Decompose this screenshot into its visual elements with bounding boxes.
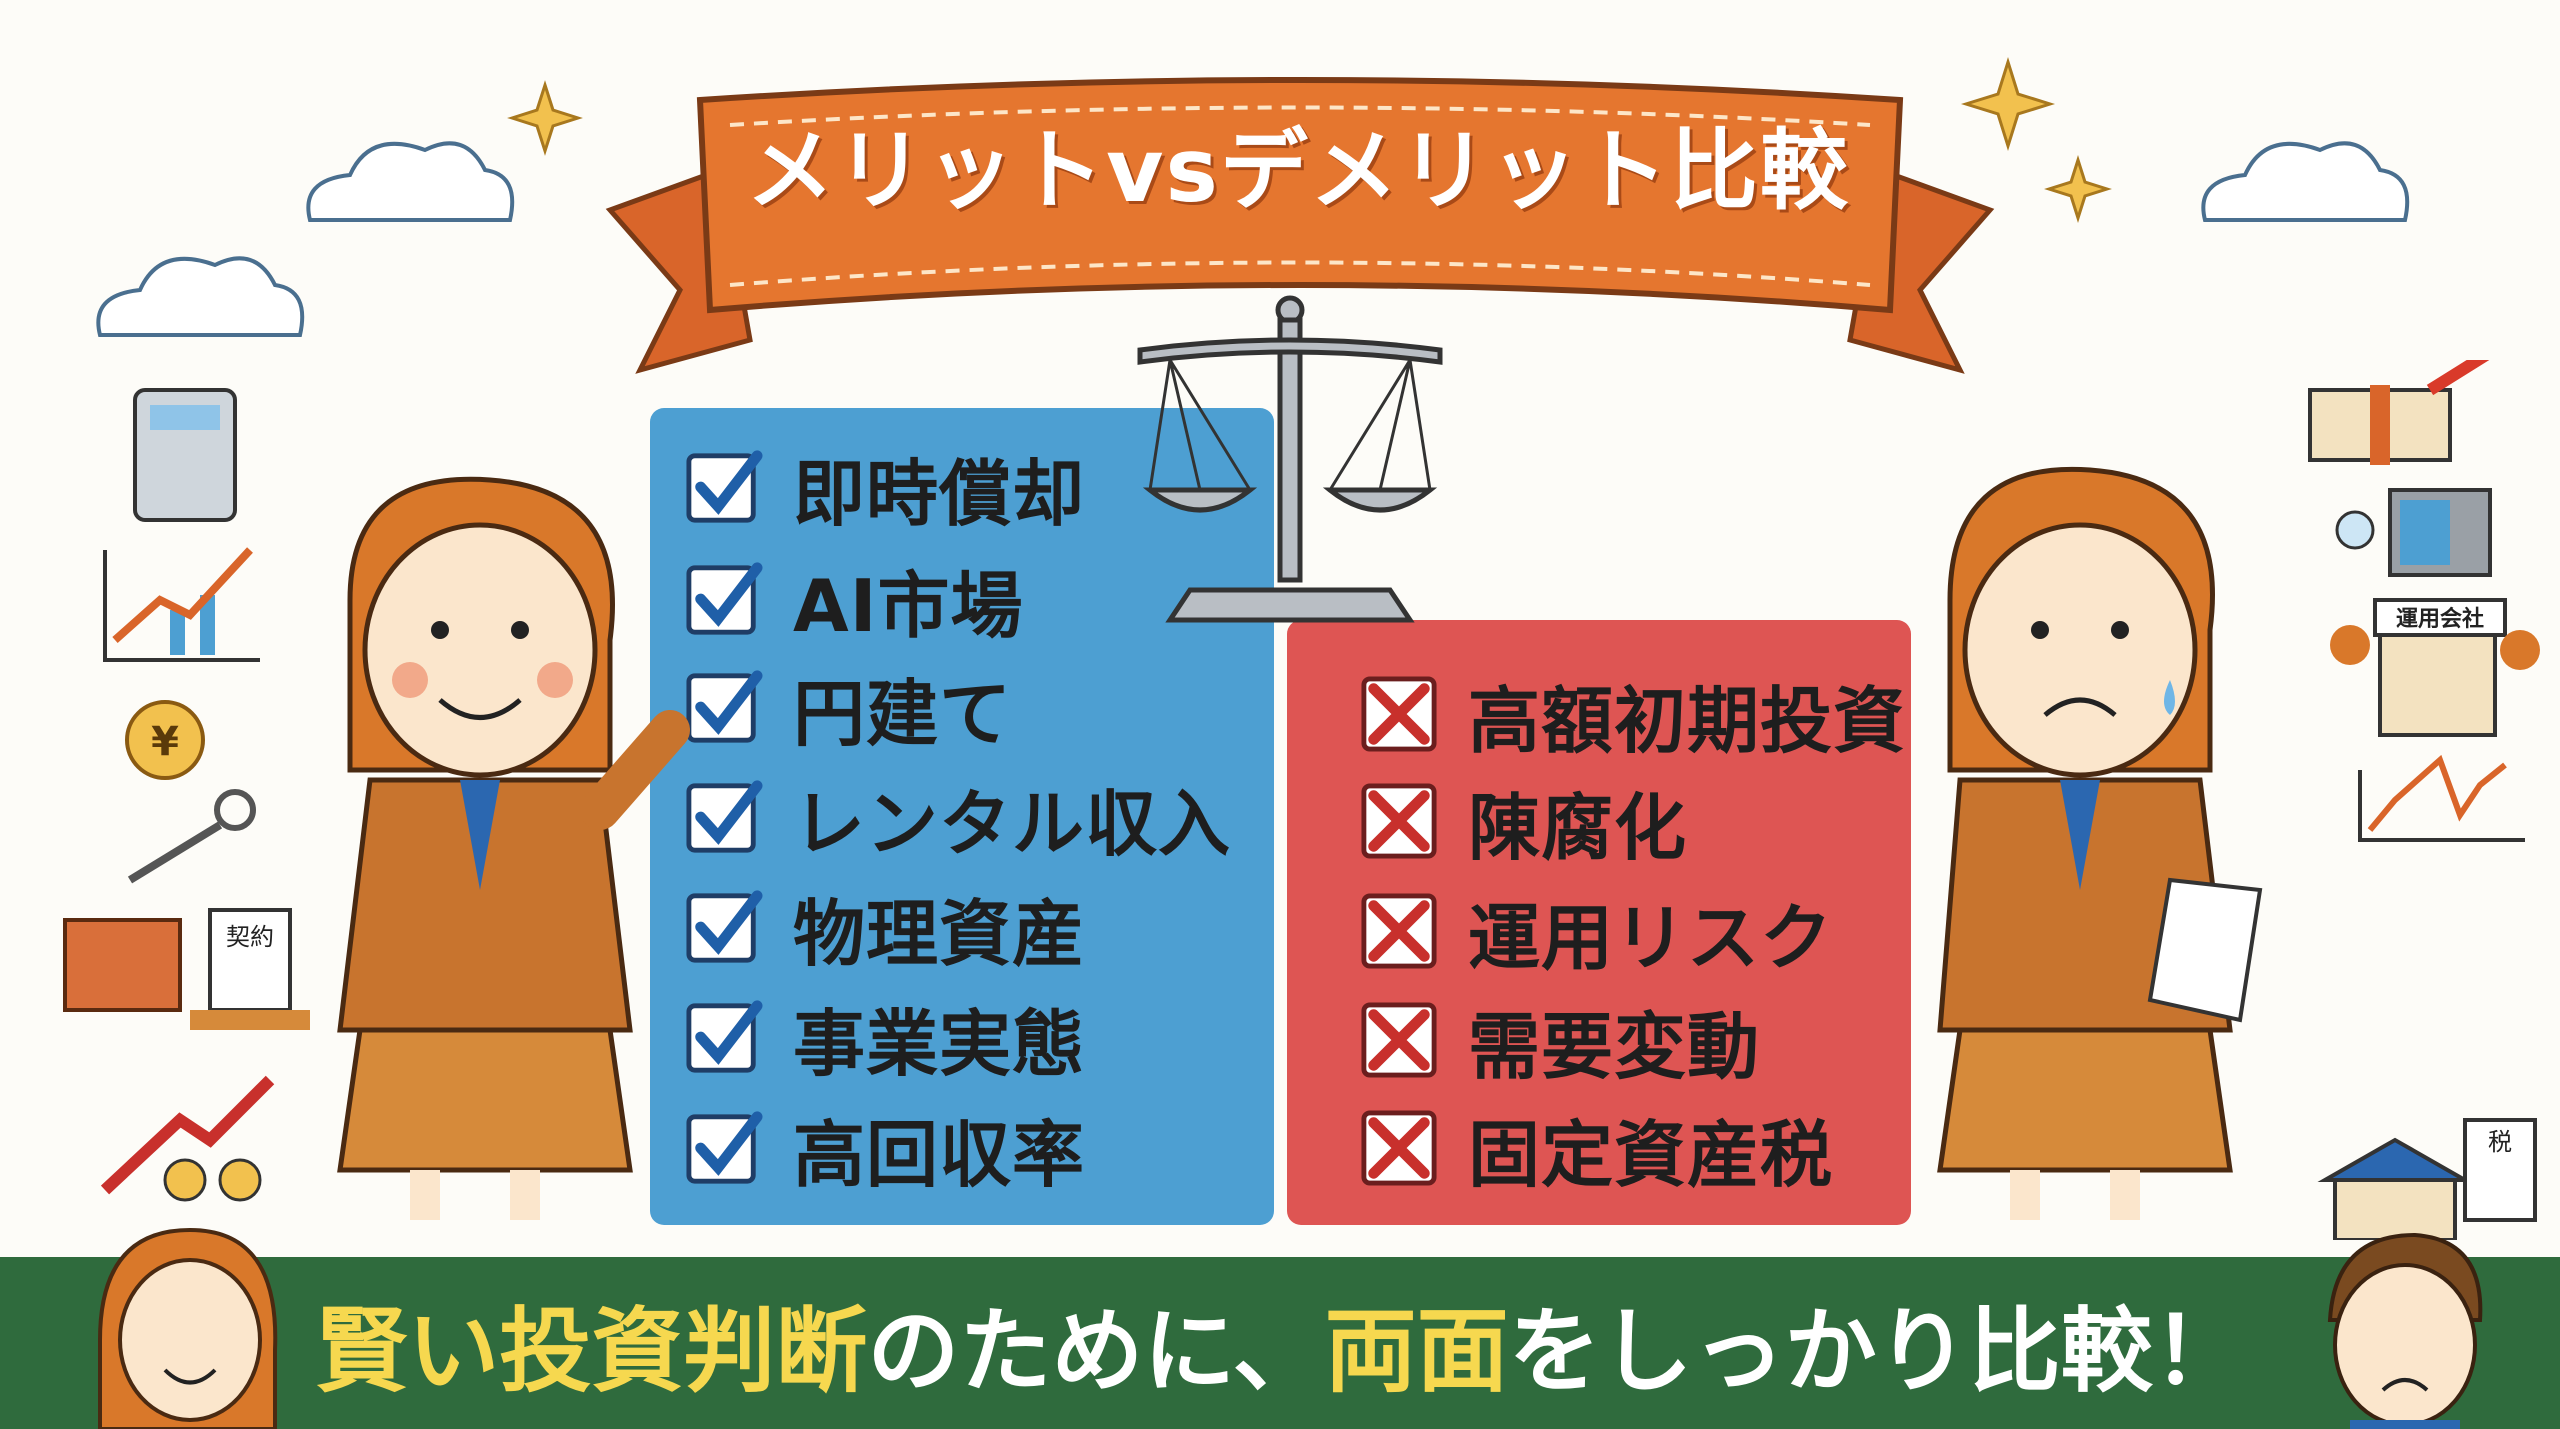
- balance-scale-icon: [1137, 295, 1443, 623]
- worried-man-avatar: [2327, 1232, 2483, 1429]
- footer-highlight: 両面: [1324, 1297, 1509, 1405]
- merit-label: 高回収率: [793, 1112, 1086, 1197]
- rising-arrow-icon: [100, 1075, 275, 1202]
- contract-icon: 契約: [190, 908, 310, 1030]
- cross-icon: [1361, 676, 1437, 752]
- check-icon: [686, 562, 763, 635]
- tax-label: 税: [2488, 1128, 2512, 1156]
- check-icon: [686, 780, 763, 853]
- title-banner: [605, 77, 1995, 374]
- brick-wall-icon: [63, 918, 182, 1012]
- cross-icon: [1361, 1110, 1437, 1186]
- merit-item: 即時償却: [685, 437, 1085, 537]
- footer-text: をしっかり比較！: [1508, 1297, 2245, 1405]
- merit-label: 即時償却: [793, 451, 1086, 536]
- management-company-icon: 運用会社: [2330, 598, 2540, 737]
- yen-coin-icon: ¥: [125, 700, 205, 780]
- footer-highlight: 賢い投資判断: [315, 1297, 868, 1405]
- demerit-item: 陳腐化: [1360, 771, 1687, 871]
- check-icon: [686, 670, 763, 743]
- demerit-item: 需要変動: [1360, 990, 1760, 1090]
- cloud-icon: [306, 141, 515, 222]
- broken-server-icon: [2335, 488, 2492, 577]
- merit-label: AI市場: [793, 563, 1024, 648]
- demerit-label: 高額初期投資: [1468, 678, 1907, 763]
- check-icon: [686, 1111, 763, 1184]
- merit-item: 高回収率: [685, 1098, 1085, 1198]
- building-sign-label: 運用会社: [2396, 606, 2484, 632]
- sparkle-icon: [507, 80, 583, 156]
- yen-label: ¥: [151, 719, 179, 765]
- happy-businesswoman-illustration: [337, 476, 690, 1220]
- left-icons: ¥ 契約: [63, 388, 310, 1202]
- worried-businesswoman-illustration: [1937, 466, 2263, 1220]
- check-icon: [686, 1000, 763, 1073]
- demerit-item: 高額初期投資: [1360, 664, 1906, 764]
- demerit-label: 需要変動: [1468, 1004, 1761, 1089]
- demerit-label: 陳腐化: [1468, 785, 1688, 870]
- cross-icon: [1361, 1002, 1437, 1078]
- sparkle-icon: [2044, 155, 2112, 223]
- money-stack-icon: [2308, 360, 2490, 465]
- merit-label: 円建て: [793, 671, 1013, 756]
- demerit-item: 運用リスク: [1360, 881, 1833, 981]
- rising-chart-icon: [103, 547, 260, 662]
- demerit-label: 固定資産税: [1468, 1112, 1834, 1197]
- demerit-item: 固定資産税: [1360, 1098, 1833, 1198]
- footer-band: [0, 1257, 2560, 1429]
- key-icon: [127, 789, 256, 884]
- cross-icon: [1361, 893, 1437, 969]
- calculator-icon: [133, 388, 237, 522]
- volatile-chart-icon: [2358, 754, 2525, 842]
- merit-label: レンタル収入: [793, 781, 1232, 866]
- smiling-woman-avatar: [98, 1227, 278, 1429]
- merit-item: 円建て: [685, 657, 1012, 757]
- footer-text: のために、: [867, 1297, 1325, 1405]
- page-title: メリットvsデメリット比較: [746, 119, 1850, 222]
- merit-item: レンタル収入: [685, 767, 1231, 867]
- demerit-label: 運用リスク: [1468, 895, 1834, 980]
- contract-label: 契約: [226, 923, 274, 951]
- sparkle-icon: [1960, 56, 2056, 152]
- check-icon: [686, 890, 763, 963]
- merit-label: 事業実態: [793, 1001, 1086, 1086]
- merit-item: AI市場: [685, 549, 1024, 649]
- cross-icon: [1361, 783, 1437, 859]
- cloud-icon: [96, 256, 305, 337]
- check-icon: [686, 450, 763, 523]
- right-icons: 運用会社 税: [2308, 360, 2540, 1240]
- merit-label: 物理資産: [793, 891, 1086, 976]
- merit-item: 事業実態: [685, 987, 1085, 1087]
- footer-message: 賢い投資判断のために、両面をしっかり比較！: [0, 1257, 2560, 1429]
- merit-item: 物理資産: [685, 877, 1085, 977]
- property-tax-icon: 税: [2317, 1118, 2537, 1240]
- cloud-icon: [2201, 141, 2410, 222]
